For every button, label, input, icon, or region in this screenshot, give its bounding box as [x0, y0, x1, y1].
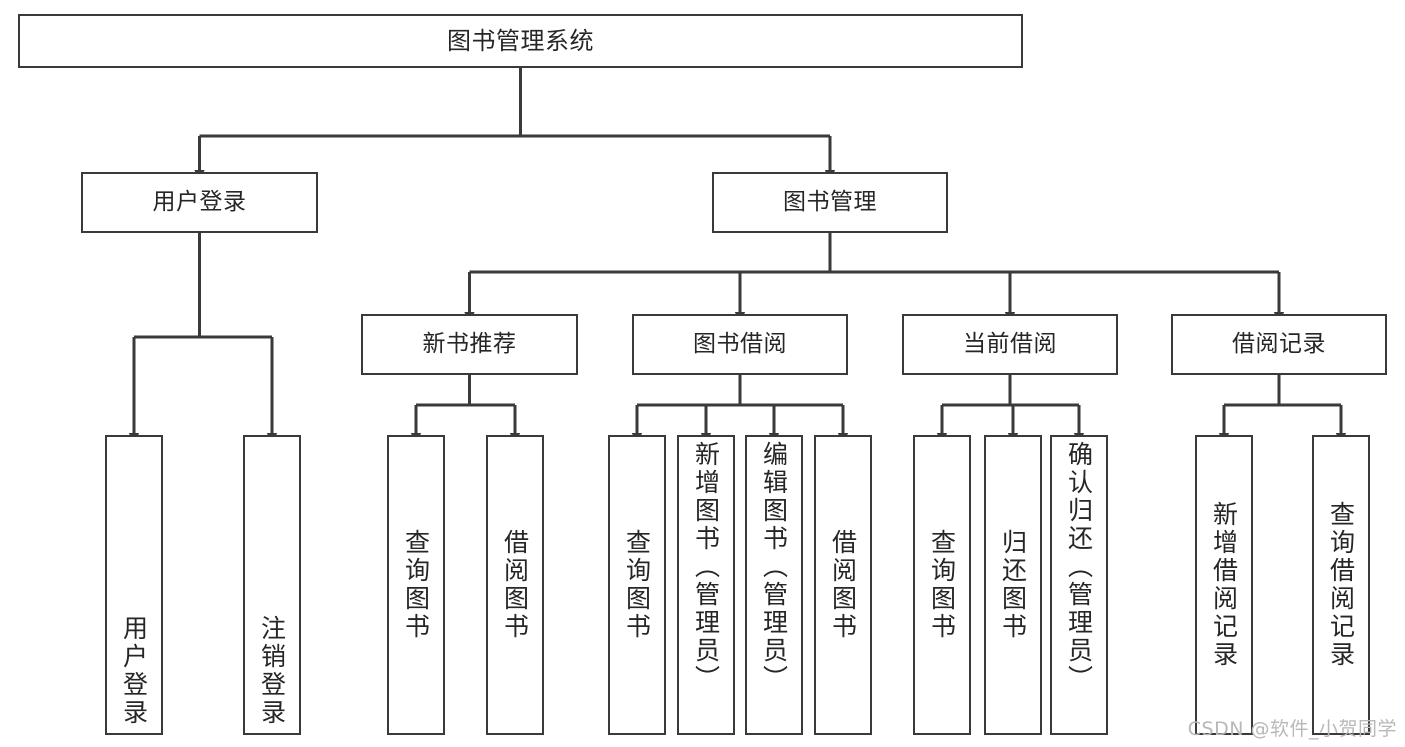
node-label: 借阅图书	[828, 529, 858, 641]
node-leaf-13[interactable]: 查询借阅记录	[1312, 435, 1370, 735]
node-leaf-6[interactable]: 新增图书（管理员）	[677, 435, 735, 735]
node-leaf-11[interactable]: 确认归还（管理员）	[1050, 435, 1108, 735]
node-label: 确认归还（管理员）	[1064, 441, 1094, 693]
node-current[interactable]: 当前借阅	[902, 314, 1118, 375]
node-leaf-7[interactable]: 编辑图书（管理员）	[745, 435, 803, 735]
node-bookmgmt[interactable]: 图书管理	[712, 172, 948, 233]
node-leaf-3[interactable]: 查询图书	[387, 435, 445, 735]
node-label: 图书借阅	[693, 330, 787, 357]
node-leaf-9[interactable]: 查询图书	[913, 435, 971, 735]
node-label: 当前借阅	[963, 330, 1057, 357]
node-leaf-1[interactable]: 用户登录	[105, 435, 163, 735]
node-label: 新增借阅记录	[1209, 501, 1239, 669]
node-leaf-5[interactable]: 查询图书	[608, 435, 666, 735]
node-label: 注销登录	[257, 615, 287, 727]
node-newbook[interactable]: 新书推荐	[361, 314, 578, 375]
node-label: 新书推荐	[422, 330, 517, 357]
node-label: 借阅记录	[1232, 330, 1326, 357]
node-label: 新增图书（管理员）	[691, 441, 721, 693]
node-leaf-4[interactable]: 借阅图书	[486, 435, 544, 735]
node-label: 编辑图书（管理员）	[759, 441, 789, 693]
node-label: 用户登录	[119, 615, 149, 727]
node-label: 图书管理系统	[447, 26, 594, 55]
node-login[interactable]: 用户登录	[81, 172, 318, 233]
node-borrow[interactable]: 图书借阅	[632, 314, 848, 375]
node-label: 查询借阅记录	[1326, 501, 1356, 669]
node-leaf-10[interactable]: 归还图书	[984, 435, 1042, 735]
node-records[interactable]: 借阅记录	[1171, 314, 1387, 375]
node-label: 图书管理	[783, 188, 877, 215]
node-label: 归还图书	[998, 529, 1028, 641]
node-leaf-2[interactable]: 注销登录	[243, 435, 301, 735]
watermark-text: CSDN @软件_小贺同学	[1187, 718, 1397, 740]
node-label: 查询图书	[622, 529, 652, 641]
node-leaf-12[interactable]: 新增借阅记录	[1195, 435, 1253, 735]
node-root[interactable]: 图书管理系统	[18, 14, 1023, 68]
node-label: 用户登录	[152, 188, 247, 215]
node-label: 借阅图书	[500, 529, 530, 641]
node-label: 查询图书	[401, 529, 431, 641]
node-leaf-8[interactable]: 借阅图书	[814, 435, 872, 735]
node-label: 查询图书	[927, 529, 957, 641]
